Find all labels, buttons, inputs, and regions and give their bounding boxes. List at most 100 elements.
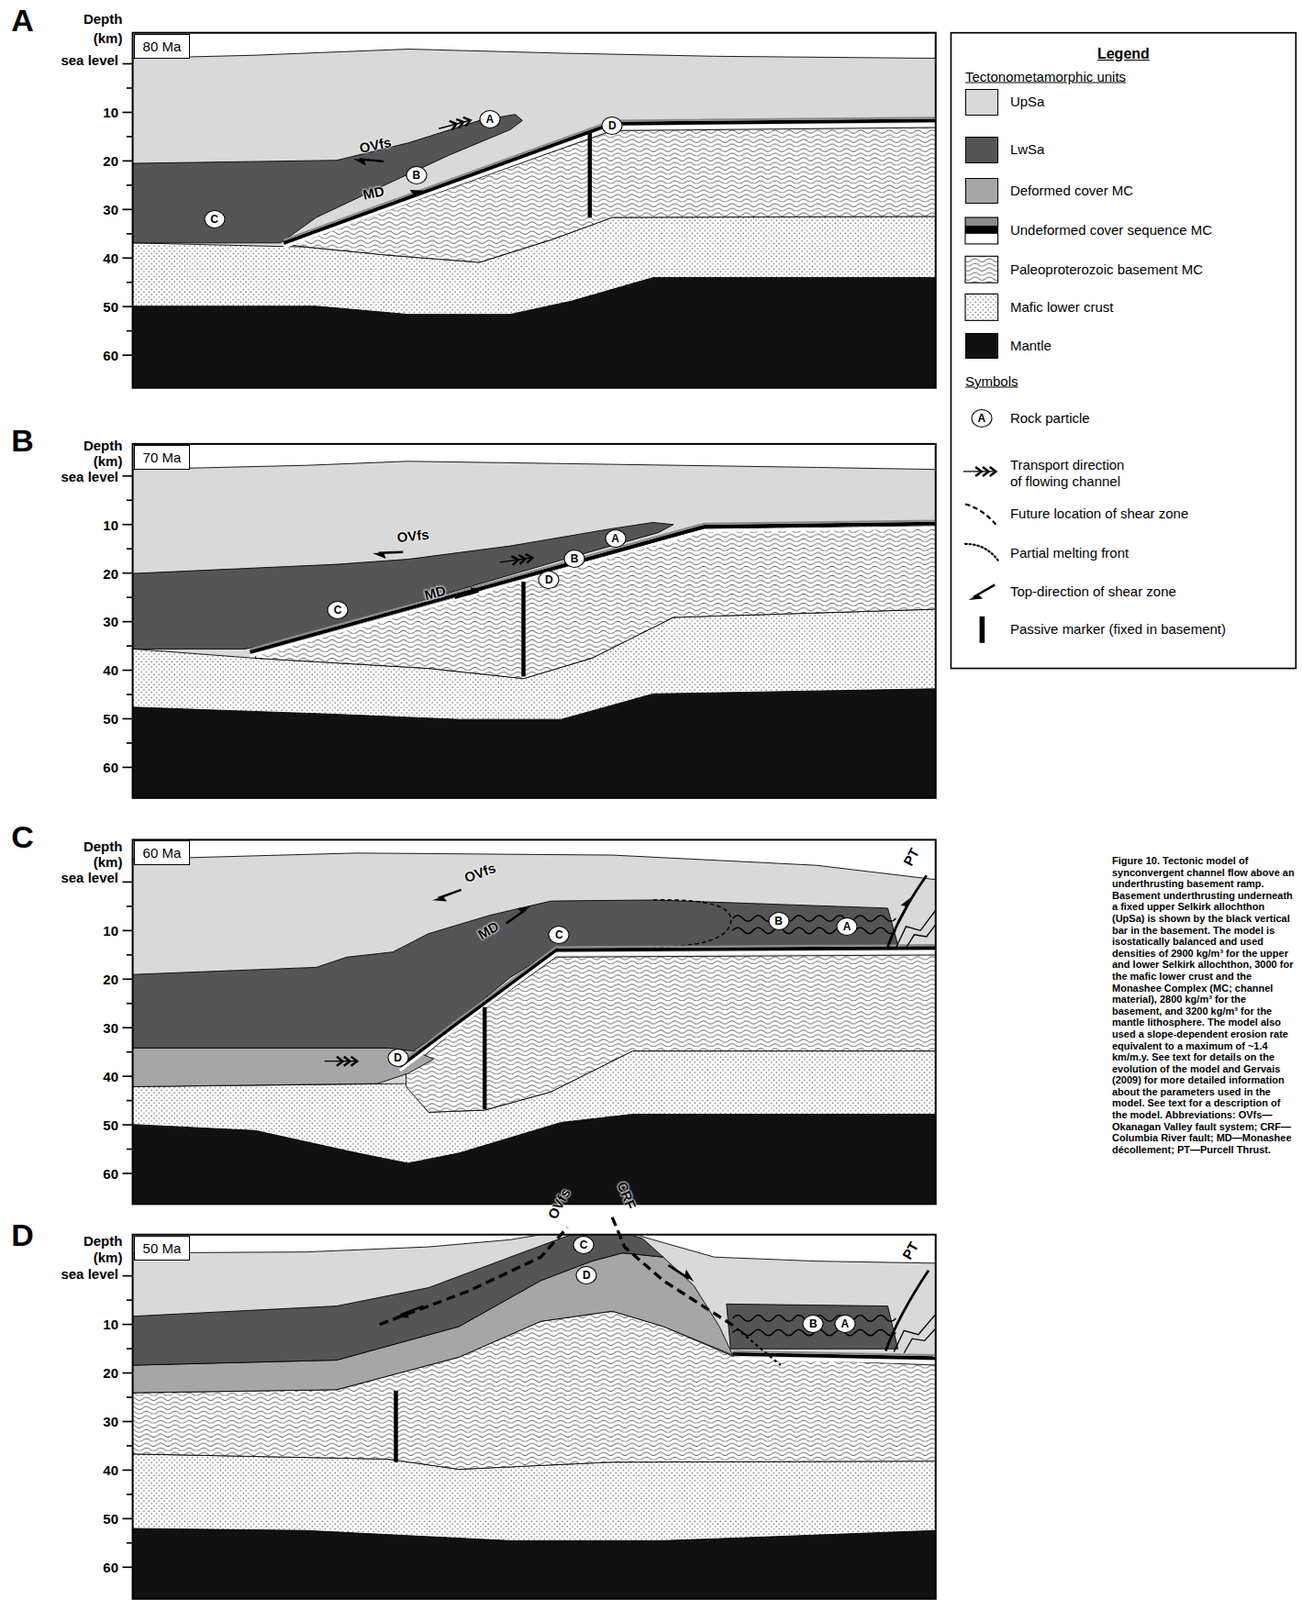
legend-swatch — [965, 89, 999, 116]
depth-tick — [126, 1493, 134, 1496]
legend-text: Mantle — [1010, 337, 1052, 355]
fault-label: OVfs — [545, 1186, 574, 1223]
arrow-half-head — [372, 552, 387, 559]
arrow-half-head — [352, 158, 367, 167]
legend-text: Deformed cover MC — [1010, 182, 1134, 200]
cover-base — [249, 527, 935, 657]
melting-front-sample — [965, 544, 999, 561]
depth-tick — [122, 881, 133, 884]
fold-line — [732, 915, 896, 923]
rock-particle: C — [548, 925, 570, 945]
panel-frame — [133, 839, 936, 1204]
sky — [133, 33, 936, 389]
panel-frame — [133, 33, 936, 389]
legend-swatch — [965, 333, 999, 360]
depth-tick — [122, 1275, 133, 1278]
rock-particle: A — [834, 1314, 856, 1334]
axis-datum: sea level — [60, 468, 119, 485]
cover-base — [400, 952, 936, 1071]
panel-frame — [133, 444, 936, 799]
depth-tick — [122, 305, 133, 308]
partial-melting-front — [653, 900, 732, 947]
fault-label: MD — [474, 918, 501, 943]
depth-value: 10 — [102, 516, 119, 533]
depth-tick — [126, 693, 134, 696]
particle-letter: C — [555, 928, 564, 942]
depth-tick — [126, 547, 134, 550]
depth-value: 10 — [102, 104, 119, 121]
axis-title: Depth — [83, 11, 123, 27]
depth-tick — [126, 1347, 134, 1350]
fault-label: PT — [899, 1239, 922, 1263]
depth-tick — [126, 1299, 134, 1302]
rock-particle: D — [538, 570, 560, 590]
panel-letter: C — [11, 818, 34, 855]
upsa-unit — [133, 461, 936, 799]
legend-text: Passive marker (fixed in basement) — [1010, 621, 1226, 638]
axis-title: Depth — [83, 837, 123, 854]
depth-tick — [126, 645, 134, 647]
purcell-thrust — [885, 1270, 929, 1352]
future-shear-zone — [736, 1328, 781, 1366]
shear-sense-arrow — [372, 552, 404, 560]
panel-letter: D — [11, 1216, 34, 1253]
shear-sense-arrow — [432, 890, 464, 907]
transport-arrow — [499, 553, 534, 568]
cover-top — [283, 117, 936, 240]
legend-text: Rock particle — [1010, 410, 1091, 427]
upsa-unit — [133, 1235, 936, 1600]
transport-arrow — [324, 1057, 358, 1067]
legend-text: Transport direction of flowing channel — [1010, 456, 1135, 490]
depth-value: 20 — [102, 565, 119, 581]
depth-tick — [126, 1051, 134, 1054]
mantle-unit — [133, 689, 936, 799]
fault-label: MD — [361, 182, 386, 202]
depth-value: 60 — [102, 1559, 119, 1576]
depth-value: 10 — [102, 1316, 119, 1333]
arrow-half-head — [469, 583, 485, 593]
age-text: 70 Ma — [143, 449, 182, 466]
particle-letter: A — [977, 411, 986, 425]
fold-line — [732, 927, 896, 935]
depth-tick — [126, 281, 134, 284]
axis-unit: (km) — [93, 854, 123, 870]
depth-value: 60 — [102, 759, 119, 776]
depth-tick — [126, 905, 134, 908]
fault-label: OVfs — [461, 859, 498, 886]
axis-title: Depth — [83, 436, 123, 453]
depth-tick — [122, 1324, 133, 1326]
future-shear-zone — [379, 1227, 568, 1325]
fault-label: MD — [422, 582, 447, 603]
lower-crust-sample — [965, 293, 999, 321]
rock-particle: D — [601, 116, 624, 135]
depth-tick — [122, 354, 133, 357]
rock-particle: A — [604, 529, 626, 548]
depth-tick — [122, 978, 133, 980]
legend-box — [950, 33, 1296, 669]
depth-value: 50 — [102, 1116, 119, 1133]
mantle-unit — [133, 278, 936, 389]
particle-letter: A — [840, 1317, 849, 1331]
cross-section — [133, 33, 936, 389]
legend-text: Undeformed cover sequence MC — [1010, 222, 1213, 239]
depth-tick — [122, 1372, 133, 1375]
arrow-shaft — [506, 909, 527, 924]
depth-tick — [122, 767, 133, 769]
figure-caption: Figure 10. Tectonic model of synconverge… — [1112, 855, 1296, 1156]
depth-tick — [126, 1100, 134, 1102]
particle-letter: D — [582, 1268, 591, 1282]
cover-top — [249, 521, 935, 650]
lower-crust-unit — [133, 1454, 936, 1600]
particle-letter: C — [579, 1238, 589, 1252]
legend-text: Partial melting front — [1010, 545, 1129, 562]
lwsa-unit — [133, 900, 899, 1052]
particle-letter: B — [570, 552, 579, 566]
shear-sense-arrow — [502, 901, 532, 924]
arrow-chevrons — [336, 1057, 357, 1067]
arrow-shaft — [395, 192, 419, 202]
lwsa-unit — [133, 1235, 664, 1366]
depth-tick — [122, 209, 133, 212]
basement-unit — [290, 127, 936, 263]
depth-value: 40 — [102, 1068, 119, 1085]
depth-value: 50 — [102, 1511, 119, 1527]
